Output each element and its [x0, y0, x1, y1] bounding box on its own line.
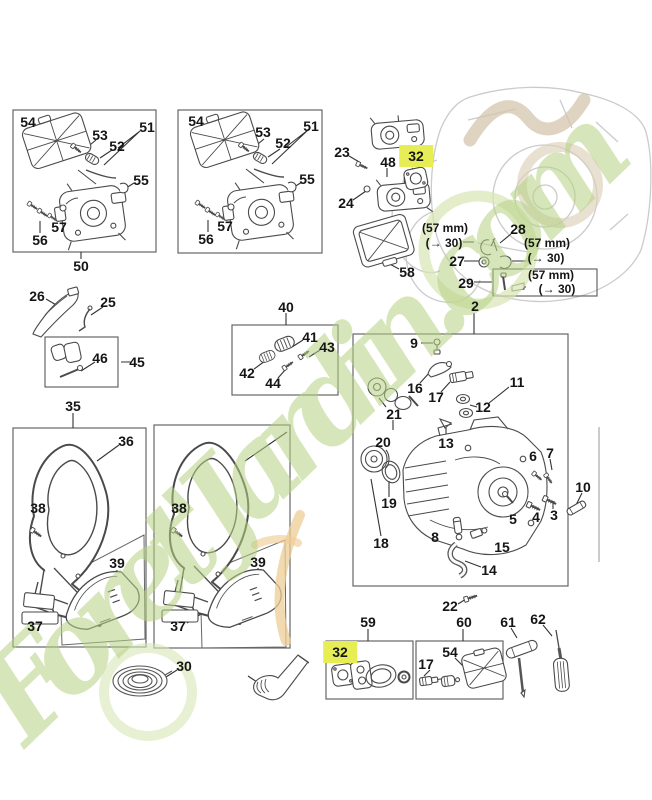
watermark-ring	[517, 142, 603, 228]
spark-plug-drawing	[418, 676, 442, 687]
pin-10-drawing	[566, 500, 587, 516]
plug-17-drawing	[449, 370, 474, 384]
box-59	[325, 640, 414, 700]
watermark-ring	[99, 643, 197, 741]
engine-crankcase-drawing	[402, 416, 548, 556]
box-40	[231, 324, 339, 396]
box-handle-35	[12, 427, 147, 648]
box-inner-cover-39b	[199, 539, 287, 649]
box-assembly-2	[352, 333, 569, 587]
t-wrench-61-drawing	[505, 639, 538, 699]
parts-27-drawing	[478, 255, 512, 269]
carburetor-top-drawing	[369, 112, 428, 156]
carburetor-assembly-drawing-b	[187, 104, 300, 250]
drum-20-drawing	[360, 445, 390, 473]
airbox-58-drawing	[352, 213, 415, 268]
rod-25-drawing	[78, 305, 93, 332]
valve-15-drawing	[469, 527, 488, 539]
screw-22-drawing	[462, 592, 479, 604]
pin-8-drawing	[452, 516, 463, 535]
grommets-12-drawing	[455, 393, 474, 419]
connector-drawing	[440, 675, 461, 688]
washer-24-drawing	[363, 185, 371, 193]
watermark-orange-stroke	[274, 510, 305, 646]
watermark-ring	[418, 190, 538, 310]
seal-ring-drawing	[397, 670, 411, 684]
box-inner-cover-39	[59, 534, 146, 646]
clip-28-drawing	[480, 237, 498, 256]
lever-16-drawing	[427, 360, 453, 378]
box-assembly-50b	[177, 109, 323, 254]
oval-gasket-drawing	[365, 664, 397, 688]
screw-9-drawing	[433, 338, 441, 355]
clutch-parts-21-drawing	[367, 377, 419, 411]
shroud-54-drawing	[461, 647, 507, 689]
screw-23-drawing	[354, 160, 370, 172]
fuel-line-coil-30-drawing	[112, 665, 173, 697]
group-boxes	[12, 109, 600, 700]
screw-5-drawing	[501, 490, 514, 504]
ring-19-drawing	[381, 460, 401, 484]
carburetor-assembly-drawing	[19, 105, 132, 251]
gasket-32-top-drawing	[403, 166, 429, 191]
parts-46-drawing	[50, 341, 84, 378]
screwdriver-62-drawing	[552, 629, 570, 692]
watermark-orange-stroke	[251, 535, 302, 549]
elbow-pipe-drawing	[253, 654, 310, 701]
box-assembly-50	[12, 109, 157, 253]
watermark-swirl	[463, 93, 591, 147]
part-drawings	[19, 104, 587, 701]
box-45	[44, 336, 119, 388]
box-29	[492, 268, 598, 297]
gasket-59-drawing	[349, 660, 373, 690]
gasket-32-bottom-drawing	[331, 663, 355, 687]
lever-26-drawing	[32, 286, 80, 338]
